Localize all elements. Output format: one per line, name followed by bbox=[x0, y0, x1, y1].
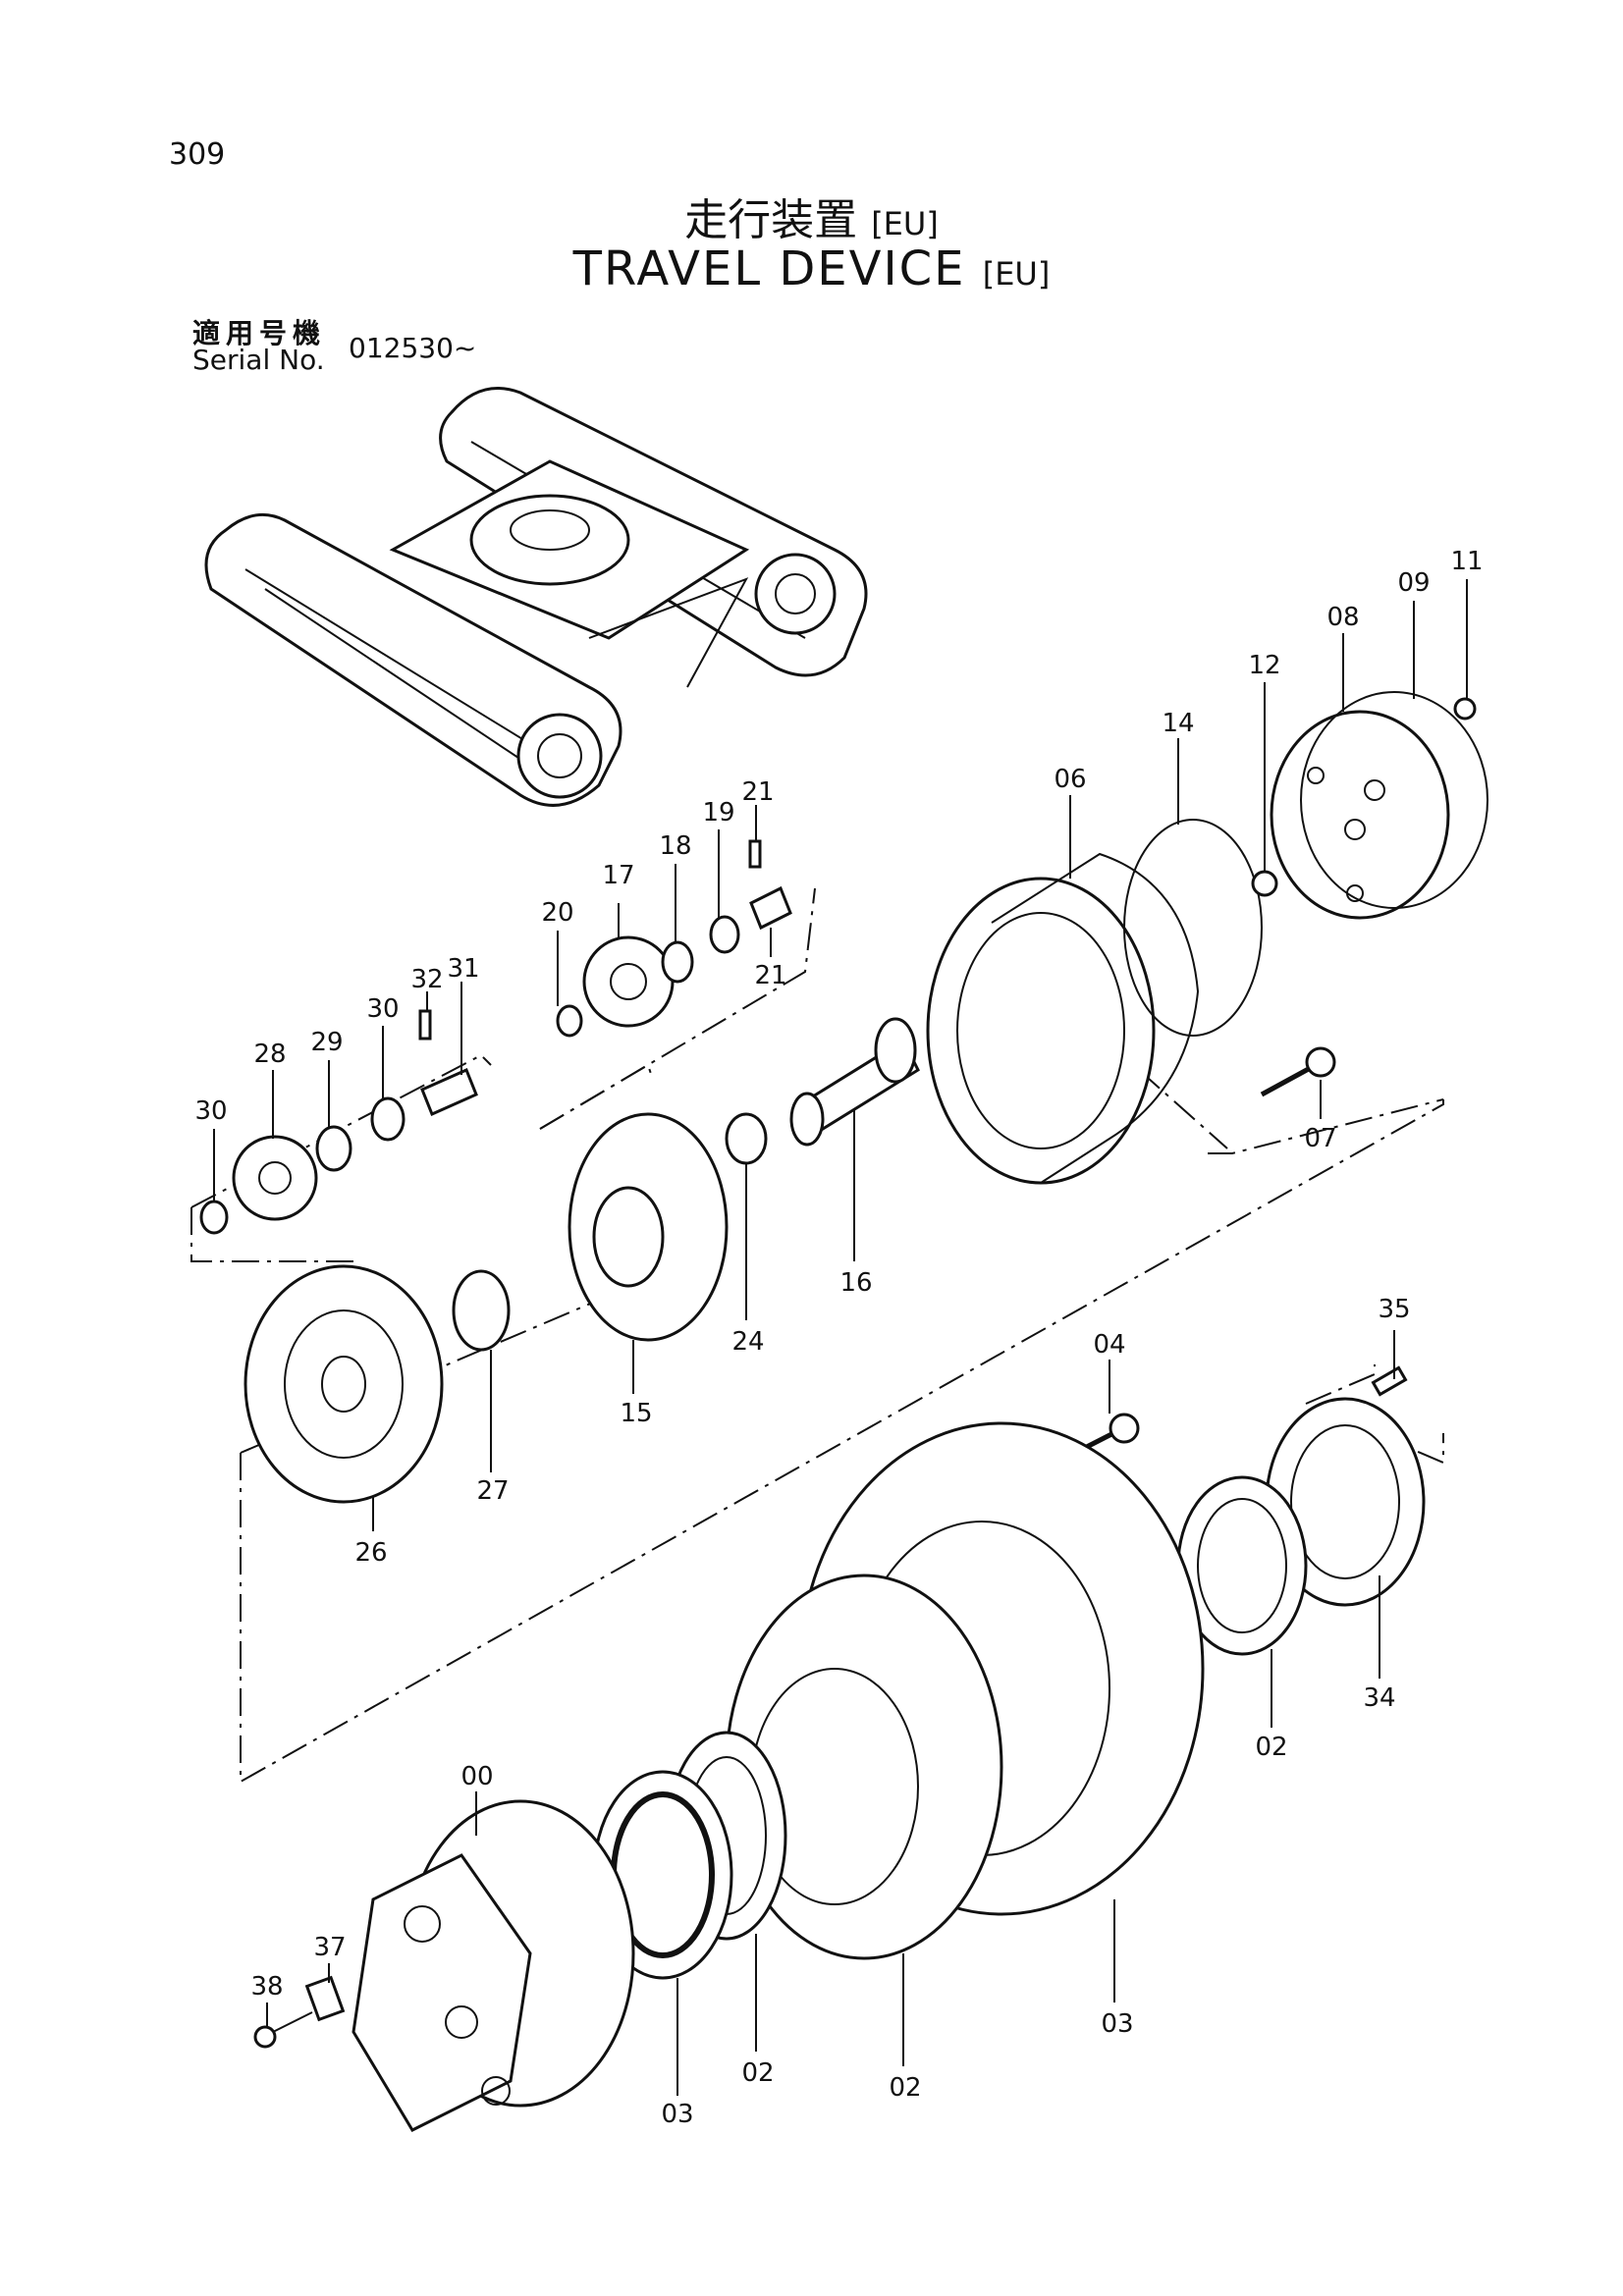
part-30-thrust-washer-b bbox=[199, 1200, 229, 1235]
title-jp-tag: [EU] bbox=[871, 205, 939, 242]
part-17-carrier bbox=[568, 1112, 729, 1342]
callout-12: 09 bbox=[1397, 568, 1430, 598]
callout-23: 21 bbox=[741, 777, 774, 807]
part-15-plug bbox=[1251, 870, 1278, 897]
callout-22: 21 bbox=[754, 961, 786, 990]
part-11-cover bbox=[1270, 710, 1450, 920]
callout-08: 06 bbox=[1054, 765, 1086, 794]
part-29-needle-bearing bbox=[315, 1125, 352, 1172]
callout-24: 24 bbox=[731, 1327, 764, 1357]
title-en-text: TRAVEL DEVICE bbox=[572, 241, 966, 296]
callout-29: 29 bbox=[310, 1028, 343, 1057]
callout-15: 12 bbox=[1248, 651, 1280, 680]
callout-26: 26 bbox=[354, 1538, 387, 1568]
part-00-travel-motor bbox=[352, 1799, 635, 2132]
callout-19: 17 bbox=[602, 861, 634, 890]
callout-09: 07 bbox=[1304, 1124, 1336, 1153]
callout-17: 15 bbox=[620, 1399, 652, 1428]
part-16-o-ring bbox=[1123, 819, 1263, 1037]
part-32-spring-pin bbox=[418, 1009, 432, 1041]
callout-21-b: 20 bbox=[541, 898, 573, 928]
page-number: 309 bbox=[169, 137, 226, 172]
part-27-sun-gear bbox=[452, 1269, 511, 1352]
callout-32: 32 bbox=[410, 965, 443, 994]
part-21-thrust-washer bbox=[709, 915, 740, 954]
callout-30: 30 bbox=[366, 994, 399, 1024]
callout-14: 11 bbox=[1450, 547, 1483, 576]
title-en-tag: [EU] bbox=[982, 255, 1051, 293]
part-30-thrust-washer bbox=[370, 1096, 406, 1142]
callout-30-b: 30 bbox=[194, 1096, 227, 1126]
callout-35: 35 bbox=[1378, 1295, 1410, 1324]
part-08-ring-gear-housing bbox=[926, 852, 1200, 1185]
serial-label-jp: 適用号機 bbox=[192, 317, 327, 349]
title-english: TRAVEL DEVICE [EU] bbox=[0, 241, 1623, 296]
part-19-planet-gear bbox=[582, 935, 675, 1028]
callout-07: 03 bbox=[1101, 2009, 1133, 2039]
callout-leader-lines bbox=[213, 579, 1468, 2096]
callout-02-b: 02 bbox=[741, 2058, 774, 2088]
part-37-name-plate bbox=[304, 1975, 346, 2022]
callout-34: 34 bbox=[1363, 1683, 1395, 1713]
callout-11: 08 bbox=[1326, 603, 1359, 632]
part-24-thrust-washer bbox=[725, 1112, 768, 1165]
callout-16: 14 bbox=[1162, 709, 1194, 738]
callout-06: 04 bbox=[1093, 1330, 1125, 1360]
part-09-bolt bbox=[1260, 1046, 1336, 1097]
part-20-needle-bearing bbox=[661, 940, 694, 984]
part-12-snap-ring bbox=[1300, 691, 1488, 909]
part-28-planet-gear bbox=[232, 1135, 318, 1221]
callout-38: 38 bbox=[250, 1972, 283, 2002]
serial-label-en: Serial No. bbox=[192, 344, 325, 376]
part-26-carrier bbox=[243, 1264, 444, 1504]
callout-31: 31 bbox=[447, 954, 479, 984]
title-japanese: 走行装置 [EU] bbox=[0, 185, 1623, 247]
callout-labels: 11 09 08 12 14 06 07 16 24 15 17 18 19 2… bbox=[194, 547, 1483, 2129]
callout-37: 37 bbox=[313, 1933, 346, 1962]
part-21-thrust-washer-b bbox=[556, 1004, 583, 1038]
callout-21: 19 bbox=[702, 798, 734, 828]
part-23-spring-pin bbox=[748, 839, 762, 869]
callout-02: 02 bbox=[1255, 1733, 1287, 1762]
undercarriage-illustration bbox=[204, 387, 868, 807]
part-22-pin bbox=[749, 885, 792, 931]
callout-03: 03 bbox=[661, 2100, 693, 2129]
part-14-plug bbox=[1453, 697, 1477, 721]
serial-value: 012530~ bbox=[349, 332, 477, 364]
callout-28: 28 bbox=[253, 1040, 286, 1069]
callout-18: 16 bbox=[839, 1268, 872, 1298]
title-jp-text: 走行装置 bbox=[684, 195, 858, 245]
part-31-pin bbox=[420, 1067, 478, 1117]
callout-27: 27 bbox=[476, 1476, 509, 1506]
part-18-shaft bbox=[789, 1017, 920, 1147]
callout-00: 00 bbox=[460, 1762, 493, 1791]
part-35-pin bbox=[1371, 1365, 1408, 1397]
callout-20: 18 bbox=[659, 831, 691, 861]
callout-04: 02 bbox=[889, 2073, 921, 2103]
part-38-screw bbox=[253, 2011, 313, 2049]
